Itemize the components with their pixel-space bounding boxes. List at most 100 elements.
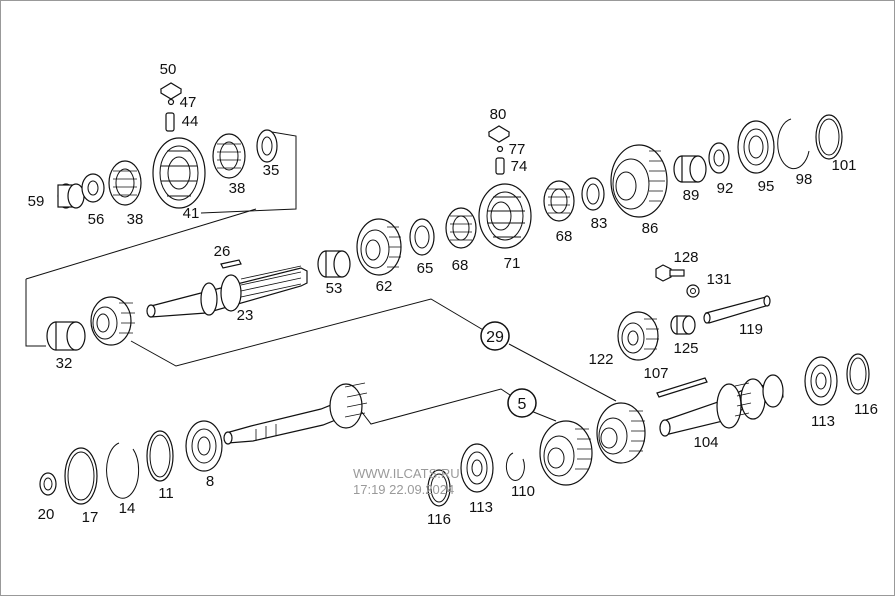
label-8: 8 (206, 473, 214, 490)
label-95: 95 (758, 178, 775, 195)
label-77: 77 (509, 141, 526, 158)
label-50: 50 (160, 61, 177, 78)
callout-29-text: 29 (486, 329, 504, 346)
part-116-ring-left (427, 469, 451, 507)
part-80-block (487, 125, 511, 143)
label-98: 98 (796, 171, 813, 188)
part-labels: 50 47 44 59 56 38 41 38 35 80 77 74 101 … (28, 61, 878, 528)
part-95-bearing (737, 120, 775, 174)
part-47-ball (167, 98, 175, 106)
part-125-bushing (670, 315, 696, 335)
part-74-spring (495, 157, 505, 175)
part-89-needle-bearing (673, 155, 707, 183)
part-32-bearing (46, 321, 86, 351)
label-20: 20 (38, 506, 55, 523)
part-44-spring (165, 112, 175, 132)
part-116-ring-right (846, 353, 870, 395)
part-86-gear (610, 144, 668, 218)
part-41-sleeve (152, 137, 206, 209)
callout-5: 5 (507, 388, 537, 418)
label-104: 104 (693, 434, 718, 451)
label-23: 23 (237, 307, 254, 324)
callout-29: 29 (480, 321, 510, 351)
watermark: WWW.ILCATS.RU 17:19 22.09.2024 (353, 466, 460, 497)
part-62-gear (356, 218, 402, 276)
label-125: 125 (673, 340, 698, 357)
label-116-right: 116 (854, 401, 878, 418)
label-110: 110 (511, 483, 535, 500)
label-56: 56 (88, 211, 105, 228)
label-80: 80 (490, 106, 507, 123)
part-65-bearing (409, 218, 435, 256)
part-20-nut (39, 472, 57, 496)
part-104-countershaft (659, 374, 784, 437)
label-53: 53 (326, 280, 343, 297)
part-101-circlip (815, 114, 843, 160)
watermark-line1: WWW.ILCATS.RU (353, 466, 460, 481)
label-119: 119 (739, 321, 763, 338)
input-shaft (223, 382, 368, 445)
part-92-ring (708, 142, 730, 174)
part-59-bearing (57, 183, 85, 209)
drive-gear-left (90, 296, 135, 346)
part-77-ball (496, 145, 504, 153)
callout-5-text: 5 (518, 396, 527, 413)
label-38-right: 38 (229, 180, 246, 197)
label-101: 101 (831, 157, 856, 174)
label-32: 32 (56, 355, 73, 372)
label-41: 41 (183, 205, 200, 222)
label-47: 47 (180, 94, 197, 111)
part-122-reverse-gear (617, 311, 659, 361)
part-50-block (159, 82, 183, 100)
label-74: 74 (511, 158, 528, 175)
label-128: 128 (673, 249, 698, 266)
part-11-ring (146, 430, 174, 482)
part-26-key (220, 259, 242, 269)
part-53-needle-bearing (317, 250, 351, 278)
label-17: 17 (82, 509, 99, 526)
label-113-left: 113 (469, 499, 493, 516)
part-23-main-shaft (146, 265, 308, 318)
part-98-snap-ring (777, 118, 810, 170)
part-71-sleeve (478, 183, 532, 249)
label-68-right: 68 (556, 228, 573, 245)
part-38-synchro-ring-right (212, 133, 246, 179)
label-107: 107 (643, 365, 668, 382)
part-131-washer (686, 284, 700, 298)
part-17-ring (64, 447, 98, 505)
label-11: 11 (158, 485, 174, 502)
watermark-line2: 17:19 22.09.2024 (353, 482, 454, 497)
part-110-snap-ring (505, 452, 525, 481)
label-131: 131 (706, 271, 731, 288)
part-68-synchro-ring-right (543, 180, 575, 222)
label-68-left: 68 (452, 257, 469, 274)
label-89: 89 (683, 187, 700, 204)
label-38-left: 38 (127, 211, 144, 228)
part-56-ring (81, 173, 105, 203)
label-92: 92 (717, 180, 734, 197)
label-86: 86 (642, 220, 659, 237)
part-107-key (656, 377, 708, 398)
label-116-left: 116 (427, 511, 451, 528)
label-35: 35 (263, 162, 280, 179)
label-71: 71 (504, 255, 521, 272)
label-122: 122 (588, 351, 613, 368)
gear-5 (539, 420, 593, 486)
label-59: 59 (28, 193, 45, 210)
label-44: 44 (182, 113, 199, 130)
part-38-synchro-ring-left (108, 160, 142, 206)
label-26: 26 (214, 243, 231, 260)
part-83-ring (581, 177, 605, 211)
leader-lines (25, 130, 617, 425)
label-113-right: 113 (811, 413, 835, 430)
part-113-bearing-right (804, 356, 838, 406)
label-14: 14 (119, 500, 136, 517)
label-83: 83 (591, 215, 608, 232)
label-62: 62 (376, 278, 393, 295)
label-65: 65 (417, 260, 434, 277)
part-113-bearing-left (460, 443, 494, 493)
countershaft-drive-gear (596, 402, 646, 464)
part-14-snap-ring (106, 442, 140, 499)
